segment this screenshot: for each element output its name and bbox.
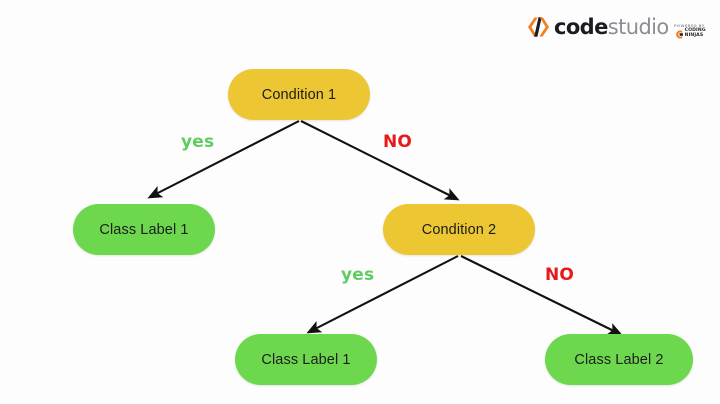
codestudio-logo: codestudio POWERED BY CODING NINJAS (525, 8, 715, 46)
edge-label-edge-c2-no: NO (545, 265, 575, 285)
tree-node-class-label-1a[interactable]: Class Label 1 (73, 204, 215, 255)
tree-edge-edge-c2-yes (306, 255, 459, 334)
tree-edge-edge-c1-no (300, 120, 460, 201)
tree-node-class-label-1b[interactable]: Class Label 1 (235, 334, 377, 385)
coding-ninjas-line1: CODING (684, 28, 706, 34)
tree-edge-edge-c1-yes (147, 120, 300, 199)
logo-word-studio: studio (607, 14, 670, 39)
coding-ninjas-c-icon (675, 29, 683, 39)
codestudio-slash-mark-icon (528, 17, 549, 37)
edge-label-edge-c1-yes: yes (181, 132, 215, 152)
coding-ninjas-badge: CODING NINJAS (673, 28, 706, 40)
logo-powered-by-text: POWERED BY (673, 23, 705, 28)
logo-word-code: code (554, 14, 608, 39)
logo-wordmark: codestudio (554, 14, 670, 39)
tree-node-condition-2[interactable]: Condition 2 (383, 204, 535, 255)
logo-partner-block: POWERED BY CODING NINJAS (673, 24, 706, 40)
edge-label-edge-c2-yes: yes (341, 265, 375, 285)
coding-ninjas-line2: NINJAS (684, 33, 704, 38)
edge-label-edge-c1-no: NO (383, 132, 413, 152)
tree-node-class-label-2[interactable]: Class Label 2 (545, 334, 693, 385)
tree-edge-edge-c2-no (460, 255, 623, 336)
tree-node-condition-1[interactable]: Condition 1 (228, 69, 370, 120)
coding-ninjas-wordmark: CODING NINJAS (684, 28, 706, 39)
